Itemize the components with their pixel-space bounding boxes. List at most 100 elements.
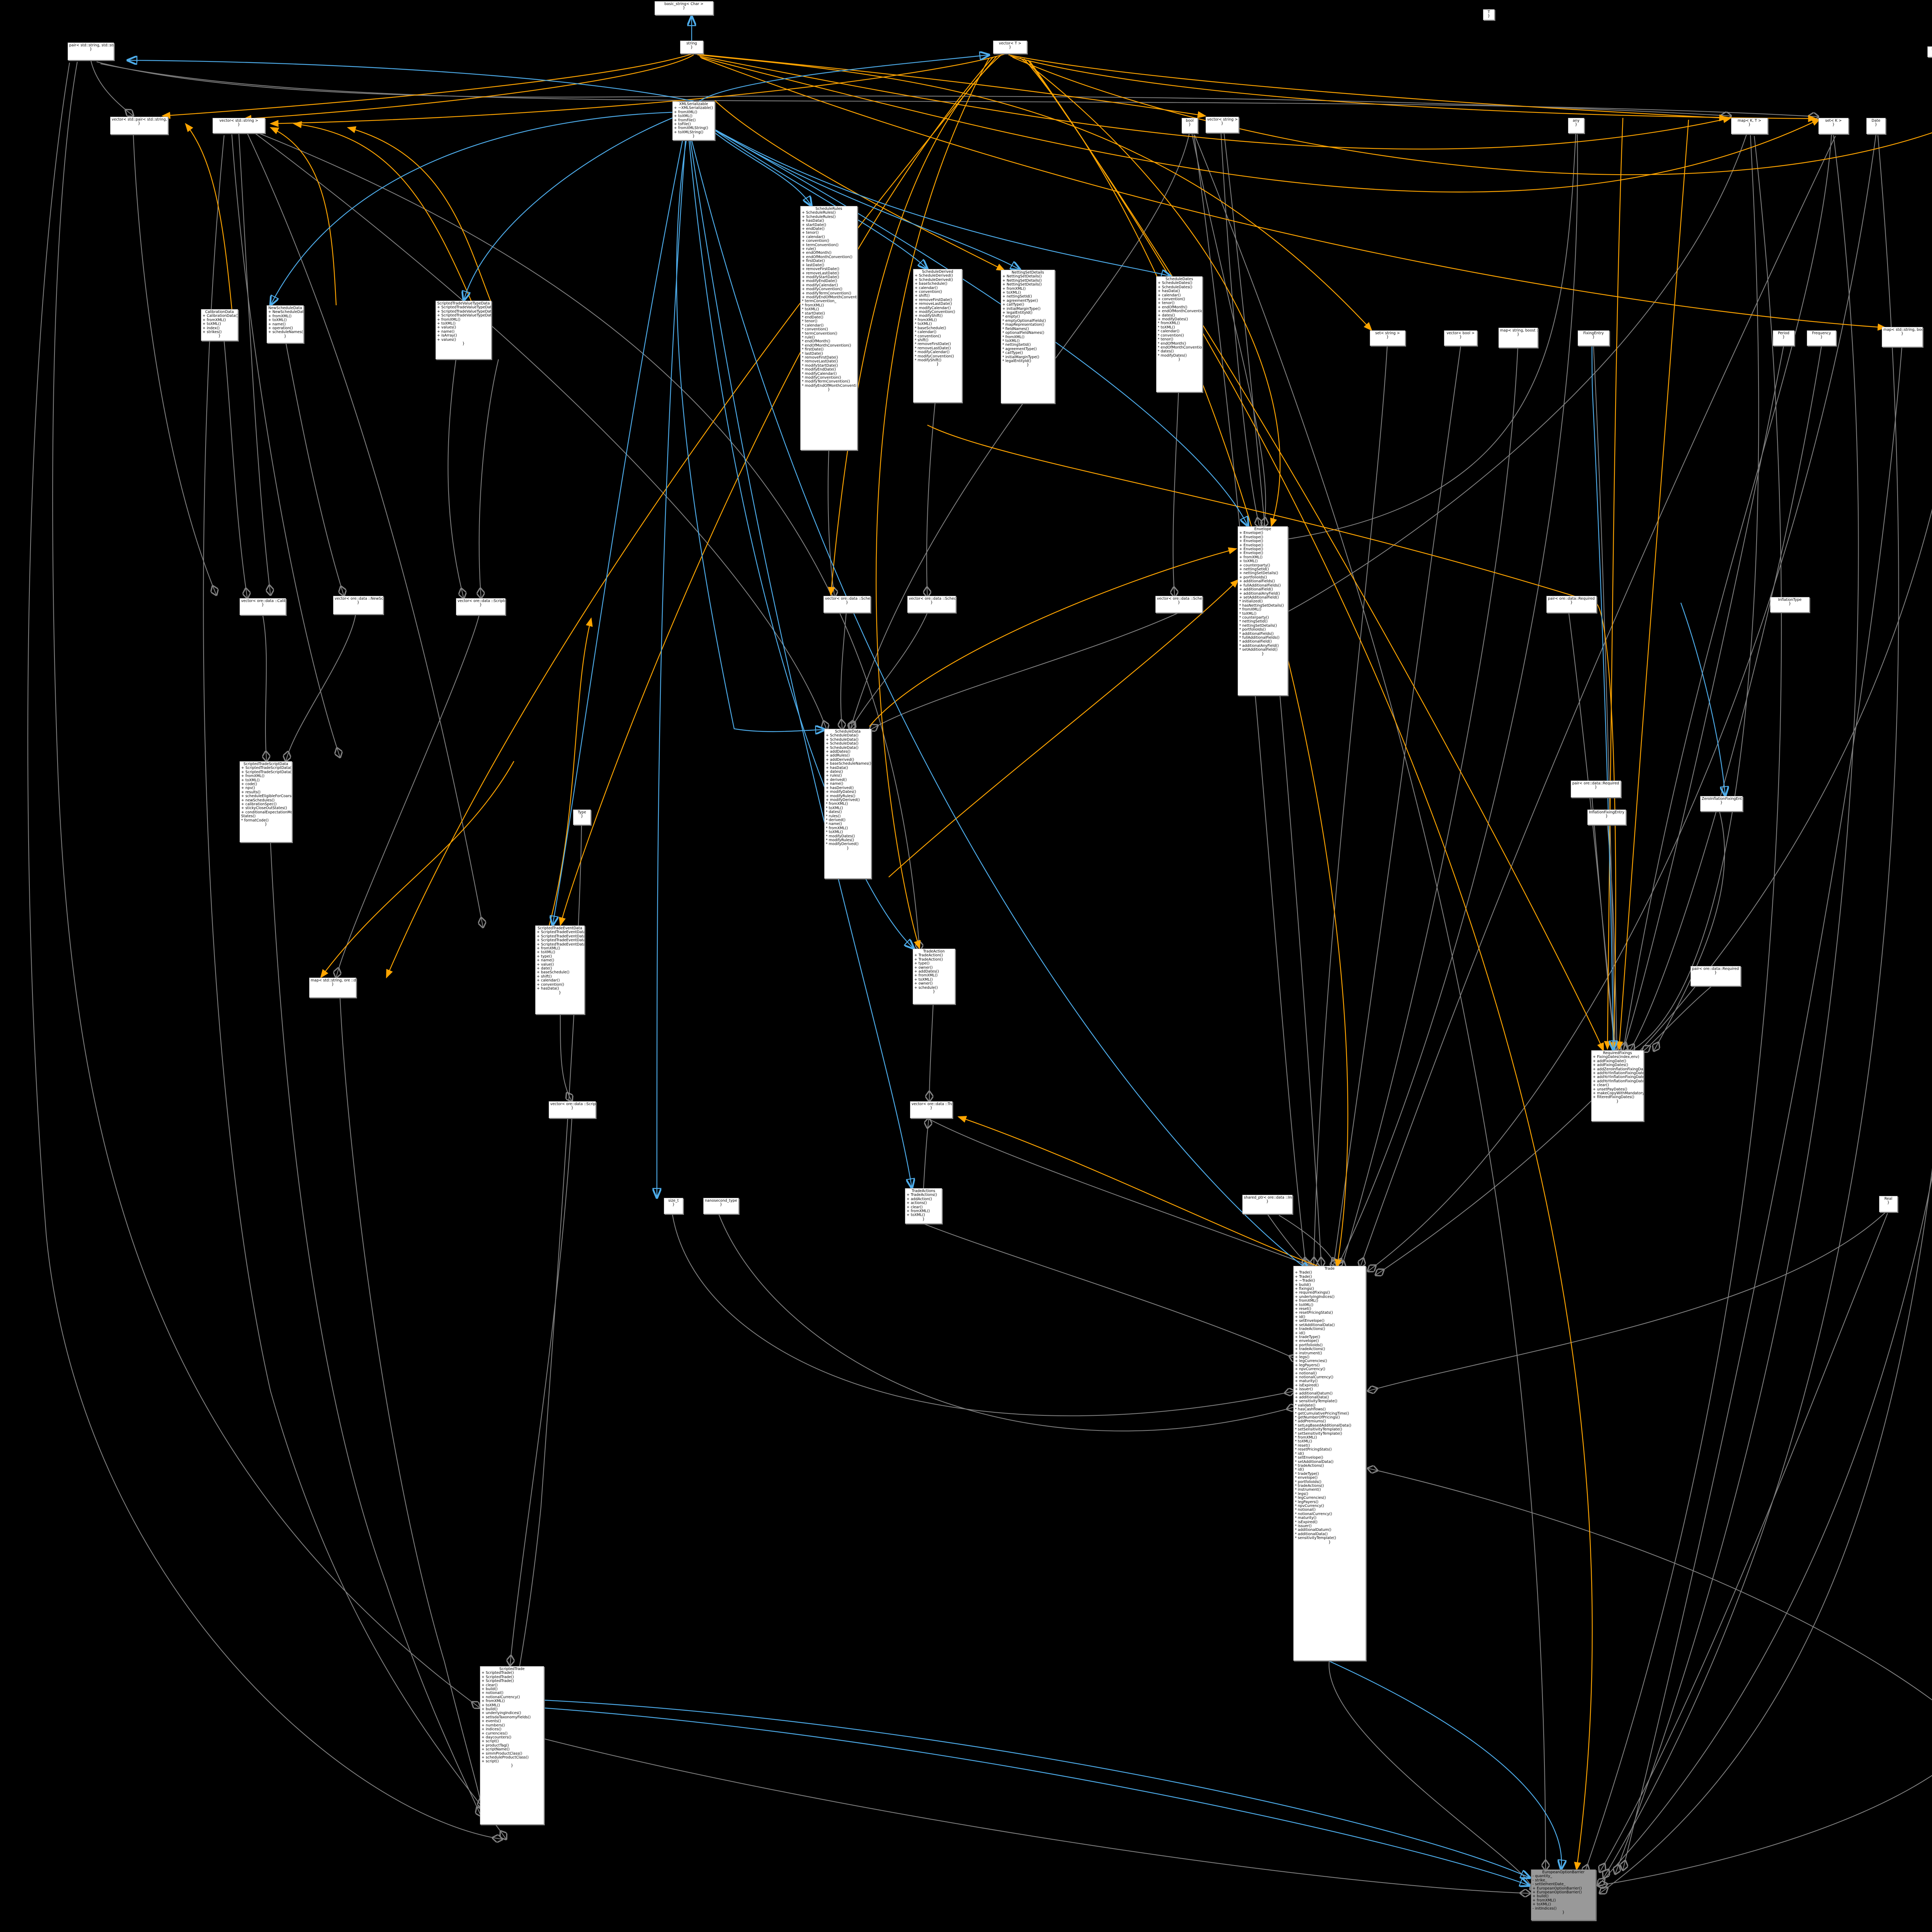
class-member: * toXML(): [826, 830, 843, 835]
class-node-map_std_string_bool[interactable]: map< std::string, bool >}: [1882, 327, 1923, 347]
class-node-string[interactable]: string}: [680, 41, 703, 54]
class-member: + legalEntityId(): [1002, 311, 1032, 315]
class-node-vec_schedderived[interactable]: vector< ore::data ::ScheduleDerived >}: [907, 596, 956, 613]
class-node-vec_sctevd[interactable]: vector< ore::data ::ScriptedTradeEventDa…: [549, 1101, 596, 1118]
class-member: * removeLastDate(): [802, 359, 838, 364]
class-node-ScheduleDerived[interactable]: ScheduleDerived+ ScheduleDerived()+ Sche…: [913, 269, 962, 403]
class-node-Frequency_node[interactable]: Frequency}: [1807, 330, 1836, 346]
class-node-brace: }: [1592, 335, 1595, 340]
class-node-brace: }: [1221, 121, 1224, 126]
class-node-Type_node[interactable]: Type}: [573, 810, 591, 825]
class-member: * fromXML(): [826, 826, 848, 830]
class-node-ScheduleData[interactable]: ScheduleData+ ScheduleData()+ ScheduleDa…: [824, 729, 871, 879]
class-member: + fromXML(): [1239, 555, 1263, 560]
class-node-brace: }: [690, 45, 693, 50]
class-member: + endDate(): [802, 227, 825, 231]
class-node-InflationSwapConvention[interactable]: InflationType}: [1770, 597, 1810, 612]
class-member: * fullAdditionalFields(): [1239, 635, 1280, 640]
class-member: + fromXML(): [1532, 1898, 1556, 1903]
class-node-vec_cal_data[interactable]: vector< ore::data ::CalibrationData >}: [240, 598, 286, 615]
class-node-T_topright[interactable]: T}: [1483, 9, 1495, 20]
class-node-vec_newsched[interactable]: vector< ore::data ::NewScheduleData >}: [333, 596, 383, 614]
class-node-Real_node[interactable]: Real}: [1879, 1196, 1898, 1212]
class-node-pair_str_str[interactable]: pair< std::string, std::string >}: [68, 43, 114, 60]
class-node-pair_req_fx3[interactable]: pair< ore::data::Required Fixings::ZeroI…: [1690, 966, 1741, 986]
class-member: * convention(): [1158, 333, 1184, 338]
class-node-EuropeanOptionBarrier[interactable]: EuropeanOptionBarrier- quantity_- strike…: [1531, 1869, 1596, 1920]
class-node-vector_string_n[interactable]: vector< string >}: [1206, 117, 1239, 133]
class-node-Trade[interactable]: Trade+ Trade()+ Trade()+ ~Trade()+ build…: [1293, 1266, 1366, 1661]
class-node-size_t_node[interactable]: size_t}: [664, 1198, 683, 1214]
class-member: + build(): [481, 1687, 498, 1692]
class-member: + calibrationSpec(): [241, 802, 277, 807]
class-node-shared_ptr_instrument[interactable]: shared_ptr< ore::data ::InstrumentWrappe…: [1242, 1195, 1293, 1214]
class-node-ScriptedTrade[interactable]: ScriptedTrade+ ScriptedTrade()+ Scripted…: [480, 1666, 544, 1825]
class-node-ScriptedTradeValueTypeData[interactable]: ScriptedTradeValueTypeData+ ScriptedTrad…: [435, 301, 492, 359]
class-member: + ScriptedTrade(): [481, 1671, 514, 1675]
class-node-pair_req_fx2[interactable]: pair< ore::data::Required Fixings::Infla…: [1571, 781, 1621, 798]
class-node-vec_schedrules[interactable]: vector< ore::data ::ScheduleRules >}: [823, 596, 871, 613]
class-node-K_topright1[interactable]: K}: [1927, 46, 1932, 57]
class-member: + values(): [437, 325, 456, 330]
class-member: + Envelope(): [1239, 531, 1264, 536]
class-node-vector_string_r1[interactable]: set< string >}: [1370, 330, 1405, 346]
class-node-map_string_any[interactable]: map< string, boost ::any >}: [1498, 328, 1538, 348]
class-node-title: TradeActions: [912, 1189, 935, 1193]
class-member: + notional(): [1295, 1371, 1317, 1376]
class-node-any_node[interactable]: any}: [1568, 118, 1584, 133]
class-member: * removeFirstDate(): [802, 355, 838, 360]
class-node-Date_node[interactable]: Date}: [1866, 118, 1886, 134]
class-member: * setSensitivityTemplate(): [1295, 1427, 1342, 1432]
class-node-vec_std_string[interactable]: vector< std::string >}: [213, 118, 265, 133]
class-member: + Envelope(): [1239, 539, 1264, 544]
class-node-ScriptedTradeScriptData[interactable]: ScriptedTradeScriptData+ ScriptedTradeSc…: [240, 761, 292, 842]
class-member: * additionalField(): [1239, 639, 1272, 644]
class-node-vector_string_T[interactable]: vector< T >}: [993, 41, 1027, 54]
class-node-brace: }: [930, 1106, 933, 1111]
class-node-vector_bool_r[interactable]: vector< bool >}: [1444, 330, 1477, 346]
class-node-ScheduleDates[interactable]: ScheduleDates+ ScheduleDates()+ Schedule…: [1156, 276, 1202, 392]
class-member: + newSchedules(): [241, 798, 275, 803]
class-node-CalibrationData[interactable]: CalibrationData+ CalibrationData()+ from…: [201, 309, 238, 341]
class-node-ScheduleRules[interactable]: ScheduleRules+ ScheduleRules()+ Schedule…: [800, 206, 857, 450]
class-node-ScriptedTradeEventData[interactable]: ScriptedTradeEventData+ ScriptedTradeEve…: [535, 925, 585, 1014]
class-node-vec_tradeaction[interactable]: vector< ore::data ::TradeAction >}: [910, 1101, 952, 1118]
class-member: + modifyDerived(): [826, 798, 860, 802]
class-node-NettingSetDetails[interactable]: NettingSetDetails+ NettingSetDetails()+ …: [1001, 270, 1055, 403]
class-node-brace: }: [218, 334, 221, 338]
class-node-vec_std_string2[interactable]: XMLSerializable+ ~XMLSerializable()+ fro…: [672, 101, 715, 140]
class-node-TradeAction[interactable]: TradeAction+ TradeAction()+ TradeAction(…: [913, 949, 955, 1004]
class-node-NewScheduleData[interactable]: NewScheduleData+ NewScheduleData()+ from…: [267, 305, 304, 343]
class-node-InflationFixingEntry[interactable]: InflationFixingEntry}: [1587, 810, 1626, 825]
class-member: * modifyRules(): [826, 838, 854, 842]
class-node-vec_pair_str_str[interactable]: vector< std::pair< std::string, std::str…: [110, 117, 168, 134]
class-node-brace: }: [845, 600, 849, 605]
class-node-pair_req_fxfix[interactable]: pair< ore::data::Required Fixings::Fixin…: [1546, 596, 1597, 613]
class-member: * id(): [1295, 1451, 1304, 1456]
class-node-brace: }: [922, 1217, 925, 1221]
class-node-RequiredFixings[interactable]: RequiredFixings+ FixingDates(index,env)+…: [1591, 1050, 1644, 1121]
class-node-Period_node[interactable]: Period}: [1773, 330, 1794, 346]
class-member: - quantity_: [1532, 1874, 1552, 1879]
class-node-bool_node[interactable]: bool}: [1182, 118, 1198, 133]
class-node-set_K[interactable]: set< K >}: [1818, 118, 1849, 134]
class-member: + ScheduleDates(): [1158, 281, 1192, 286]
class-node-FixingEntry[interactable]: FixingEntry}: [1578, 330, 1609, 346]
class-member: + fromXML(): [268, 314, 292, 318]
class-node-brace: }: [1266, 1199, 1269, 1204]
class-node-map_K_T[interactable]: map< K, T >}: [1731, 118, 1768, 134]
class-node-map_str_sctsd[interactable]: map< std::string, ore ::data::ScriptedTr…: [309, 978, 356, 998]
class-node-vec_sctvtd[interactable]: vector< ore::data ::ScriptedTradeValueTy…: [456, 598, 505, 615]
class-member: * legs(): [1295, 1492, 1308, 1496]
class-node-Envelope[interactable]: Envelope+ Envelope()+ Envelope()+ Envelo…: [1238, 526, 1288, 696]
class-node-QuoteInflationFixing[interactable]: ZeroInflationFixingEntry}: [1700, 796, 1743, 811]
class-member: + legCurrencies(): [1295, 1359, 1327, 1364]
class-node-vec_scheddates[interactable]: vector< ore::data ::ScheduleDates >}: [1155, 596, 1202, 613]
class-member: * envelope(): [1295, 1476, 1318, 1480]
class-node-basic_string[interactable]: basic_string< Char >}: [655, 1, 713, 15]
class-node-nanosecond_type[interactable]: nanosecond_type}: [703, 1198, 739, 1214]
class-node-TradeActions[interactable]: TradeActions+ TradeActions()+ addAction(…: [905, 1188, 942, 1224]
class-member: + clear(): [481, 1683, 498, 1687]
class-member: * fromXML(): [1158, 321, 1180, 326]
class-member: + id(): [1295, 1315, 1306, 1319]
